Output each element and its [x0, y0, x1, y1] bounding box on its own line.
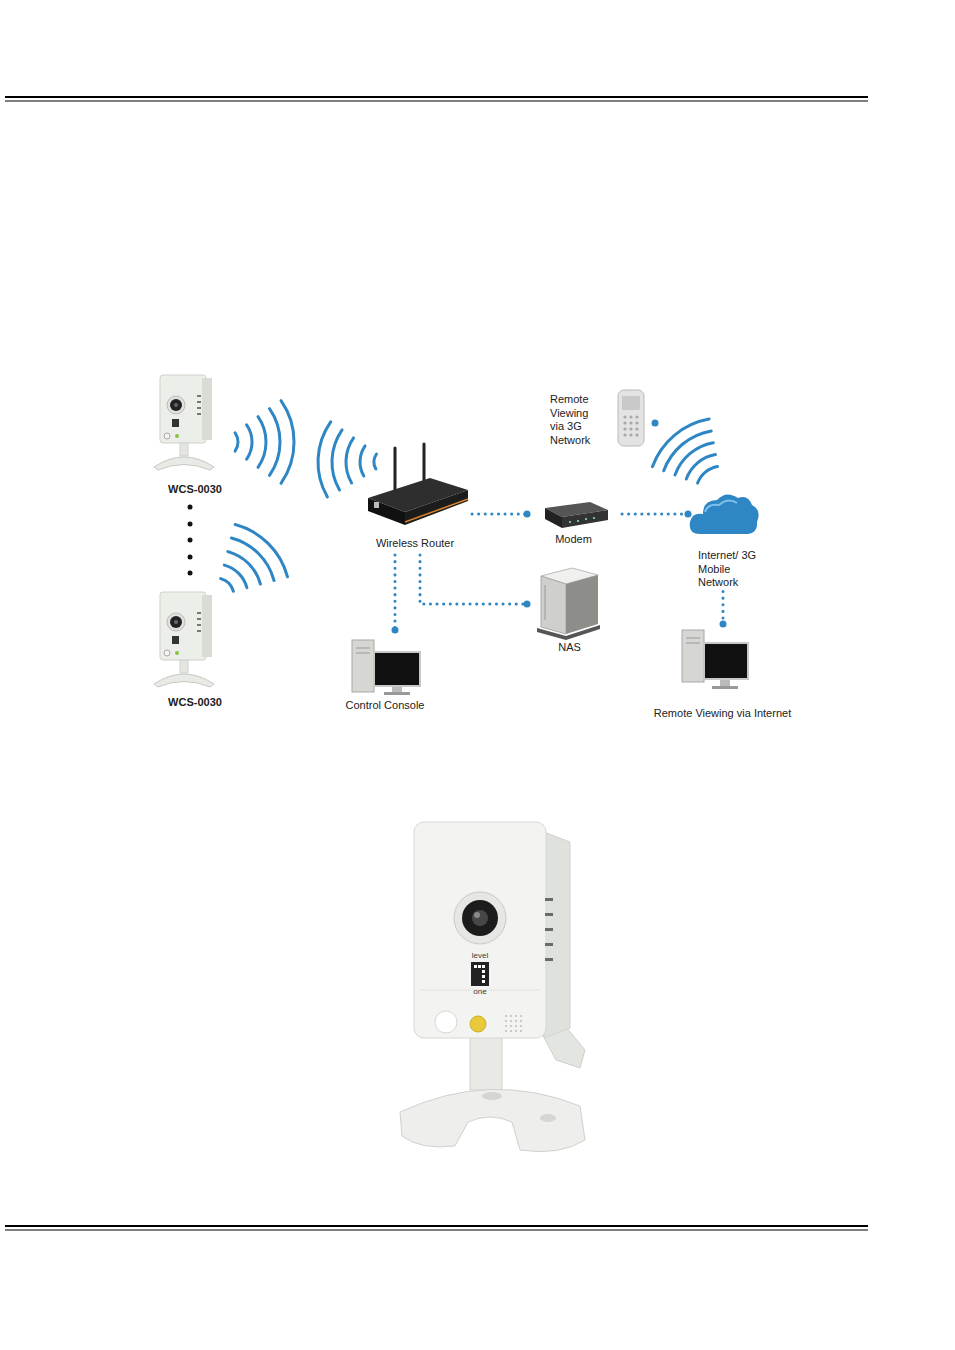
- device-label: WCS-0030: [150, 696, 240, 710]
- cloud-node: Internet/ 3G Mobile Network: [688, 486, 768, 592]
- link-dot: [720, 621, 727, 628]
- camera-photo: [400, 822, 585, 1152]
- device-label: NAS: [527, 641, 612, 655]
- device-label: Remote Viewing via 3G Network: [550, 393, 604, 447]
- link-dot: [524, 601, 531, 608]
- link-dot: [652, 420, 659, 427]
- modem-icon: [545, 502, 608, 528]
- dotted-link: [472, 513, 527, 516]
- camera-node: WCS-0030: [148, 370, 243, 499]
- ellipsis-dots: [188, 505, 193, 576]
- dotted-link: [722, 592, 725, 625]
- logo-text: level: [464, 951, 496, 960]
- router-icon: [368, 444, 468, 525]
- link-dot: [685, 511, 692, 518]
- link-group: [472, 511, 531, 518]
- modem-node: Modem: [527, 496, 622, 550]
- console-node: Control Console: [335, 630, 437, 716]
- link-dot: [524, 511, 531, 518]
- page-rule: [5, 97, 868, 1230]
- link-group: [420, 555, 531, 608]
- logo-text: one: [464, 987, 496, 996]
- camera-icon: [154, 375, 214, 470]
- device-label: Wireless Router: [360, 537, 470, 551]
- remote-node: Remote Viewing via Internet: [645, 624, 802, 723]
- nas-icon: [537, 568, 600, 640]
- dotted-link: [622, 513, 688, 516]
- link-group: [392, 555, 399, 634]
- cloud-icon: [690, 494, 759, 534]
- router-node: Wireless Router: [360, 442, 472, 555]
- phone-node: Remote Viewing via 3G Network: [546, 386, 650, 450]
- dotted-link: [420, 555, 527, 604]
- nas-node: NAS: [527, 566, 614, 657]
- dotted-link: [394, 555, 397, 630]
- device-label: WCS-0030: [150, 483, 240, 497]
- device-label: Control Console: [335, 699, 435, 713]
- camera-node: WCS-0030: [148, 586, 243, 712]
- computer-icon: [682, 630, 748, 689]
- computer-icon: [352, 640, 420, 695]
- device-label: Internet/ 3G Mobile Network: [698, 549, 766, 590]
- link-group: [720, 592, 727, 628]
- device-label: Modem: [527, 533, 620, 547]
- link-dot: [392, 627, 399, 634]
- camera-icon: [154, 592, 214, 687]
- link-group: [622, 511, 692, 518]
- phone-icon: [618, 390, 644, 446]
- device-label: Remote Viewing via Internet: [645, 707, 800, 721]
